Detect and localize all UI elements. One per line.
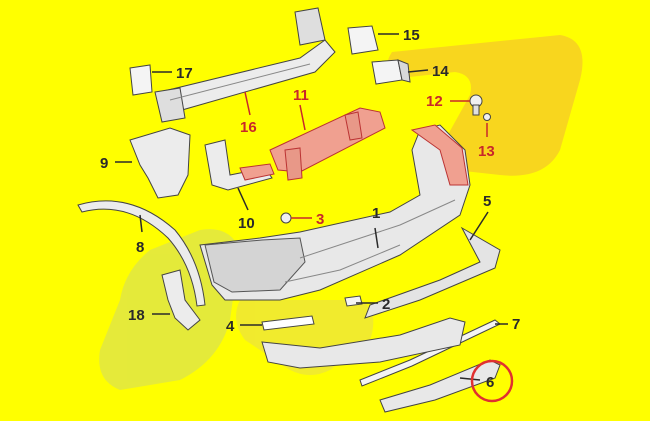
leader-lines — [115, 33, 508, 381]
callout-10: 10 — [238, 215, 255, 232]
part-5-spoiler — [364, 226, 501, 319]
callout-1: 1 — [372, 205, 380, 222]
part-14-box — [371, 59, 411, 85]
leader-10 — [237, 187, 249, 211]
callout-12: 12 — [426, 93, 443, 110]
callout-labels: 1 2 3 4 5 6 7 8 9 10 11 12 13 14 15 16 1… — [100, 27, 520, 391]
part-10-bracket — [204, 139, 275, 191]
part-11-crossmember — [269, 107, 386, 181]
callout-2: 2 — [382, 296, 390, 313]
callout-15: 15 — [403, 27, 420, 44]
part-2-cover — [344, 295, 363, 307]
part-8-arch-trim — [77, 200, 206, 307]
leader-8 — [139, 214, 143, 233]
callout-7: 7 — [512, 316, 520, 333]
callout-9: 9 — [100, 155, 108, 172]
watermark-logo — [99, 35, 583, 390]
leader-16 — [244, 91, 251, 116]
part-15-plate — [347, 25, 379, 55]
leader-5 — [469, 211, 489, 241]
callout-18: 18 — [128, 307, 145, 324]
callout-11: 11 — [293, 87, 309, 104]
callout-13: 13 — [478, 143, 495, 160]
callout-5: 5 — [483, 193, 491, 210]
callout-4: 4 — [226, 318, 235, 335]
callout-3: 3 — [316, 211, 324, 228]
leader-1 — [374, 227, 379, 249]
part-4-strip — [261, 315, 315, 331]
part-6-diffuser — [261, 317, 501, 413]
part-9-side-bracket — [129, 127, 191, 199]
part-17-bracket — [129, 64, 153, 96]
leader-14 — [407, 69, 429, 73]
callout-17: 17 — [176, 65, 193, 82]
callout-8: 8 — [136, 239, 144, 256]
part-1-bumper — [199, 124, 471, 301]
callout-6: 6 — [486, 374, 494, 391]
leader-11 — [299, 104, 306, 131]
part-3-clip — [280, 212, 292, 224]
callout-14: 14 — [432, 63, 449, 80]
part-13-fastener — [483, 113, 491, 121]
part-18-bracket — [161, 269, 201, 331]
leader-6 — [459, 377, 481, 381]
highlight-circle — [470, 359, 514, 403]
part-16-reinforcement-bar — [154, 7, 336, 123]
callout-16: 16 — [240, 119, 257, 136]
